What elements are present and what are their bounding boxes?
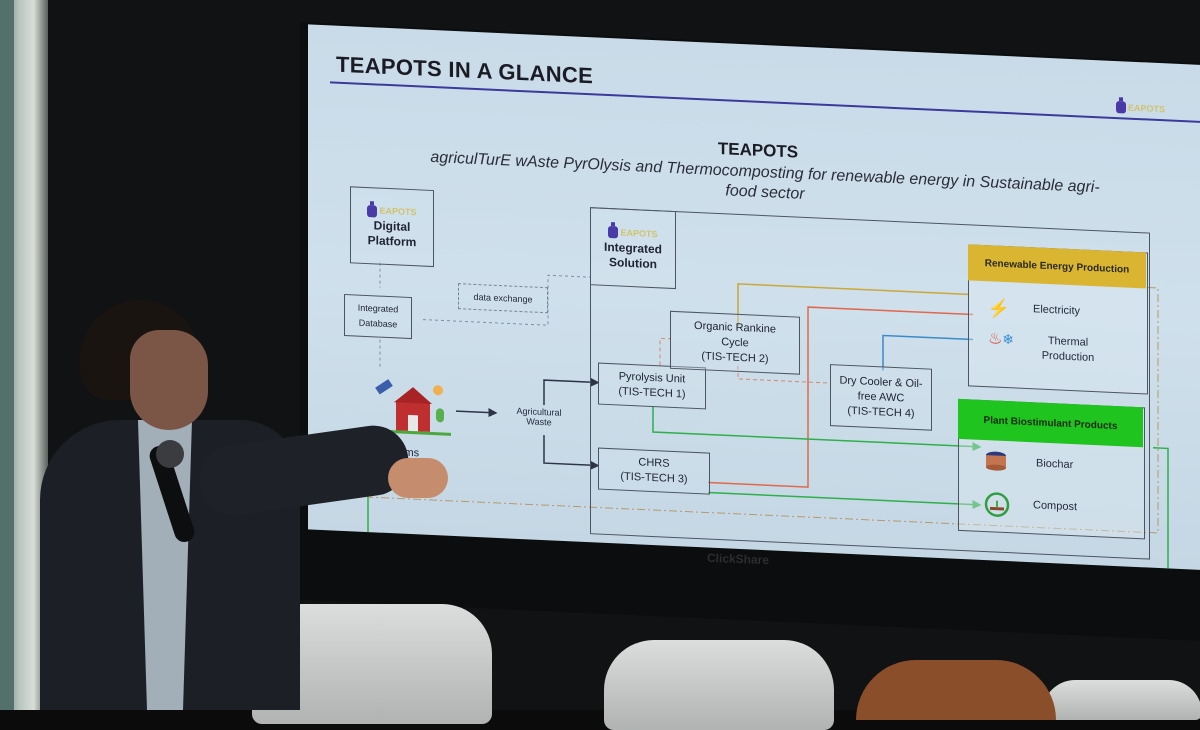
audience-member-head [856,660,1056,720]
dry-cooler-code: (TIS-TECH 4) [847,404,915,420]
compost-label: Compost [1033,499,1078,514]
biochar-icon [984,449,1008,472]
arrow-farms-waste [456,408,498,418]
chrs-box: CHRS (TIS-TECH 3) [598,447,710,495]
data-exchange-box: data exchange [458,283,548,314]
data-exchange-label: data exchange [473,291,533,305]
line-orc-electricity [737,283,968,326]
dry-cooler-box: Dry Cooler & Oil-free AWC (TIS-TECH 4) [830,364,932,431]
integrated-database-label: Integrated Database [357,302,399,330]
logo-text: EAPOTS [379,205,417,218]
pyrolysis-code: (TIS-TECH 1) [618,385,686,401]
teapot-icon [608,226,619,239]
audience-chair [1042,680,1200,720]
orc-code: (TIS-TECH 2) [701,349,769,365]
line-chrs-thermal [708,306,973,488]
dry-cooler-label: Dry Cooler & Oil-free AWC [839,373,923,404]
connector-data-exchange [423,274,590,326]
electricity-label: Electricity [1033,303,1081,318]
projection-screen: TEAPOTS IN A GLANCE EAPOTS TEAPOTS agric… [300,22,1200,642]
line-pyrolysis-orc [659,337,670,366]
biochar-label: Biochar [1036,457,1074,472]
chrs-label: CHRS [638,456,670,470]
line-chrs-compost [708,491,982,510]
orc-label: Organic Rankine Cycle [694,319,776,349]
compost-icon [984,491,1010,518]
line-pyrolysis-biochar [652,405,982,452]
agricultural-waste-label: Agricultural Waste [516,405,562,428]
arrow-waste-chrs [543,435,600,470]
integrated-solution-box: EAPOTS Integrated Solution [590,207,676,290]
audience-chair [604,640,834,730]
wall-strip [0,0,14,710]
chrs-code: (TIS-TECH 3) [620,470,688,486]
line-drycooler-thermal [882,334,973,371]
flame-snowflake-icon: ♨❄ [987,330,1015,348]
digital-platform-label: Digital Platform [367,218,417,250]
teapot-icon [367,204,378,218]
digital-platform-box: EAPOTS Digital Platform [350,186,434,268]
presenter-hand [388,458,448,498]
orc-box: Organic Rankine Cycle (TIS-TECH 2) [670,310,800,375]
line-energy-return [368,287,1159,534]
arrow-waste-pyrolysis [543,377,600,406]
biostimulant-header: Plant Biostimulant Products [958,398,1143,448]
thermal-production-label: Thermal Production [1041,334,1095,365]
integrated-database-box: Integrated Database [344,293,412,340]
logo-text: EAPOTS [620,227,658,239]
presenter-face [130,330,208,430]
display-brand-label: ClickShare [706,550,770,568]
microphone-head [156,440,184,468]
lightning-icon: ⚡ [987,297,1011,319]
integrated-solution-label: Integrated Solution [603,239,662,271]
